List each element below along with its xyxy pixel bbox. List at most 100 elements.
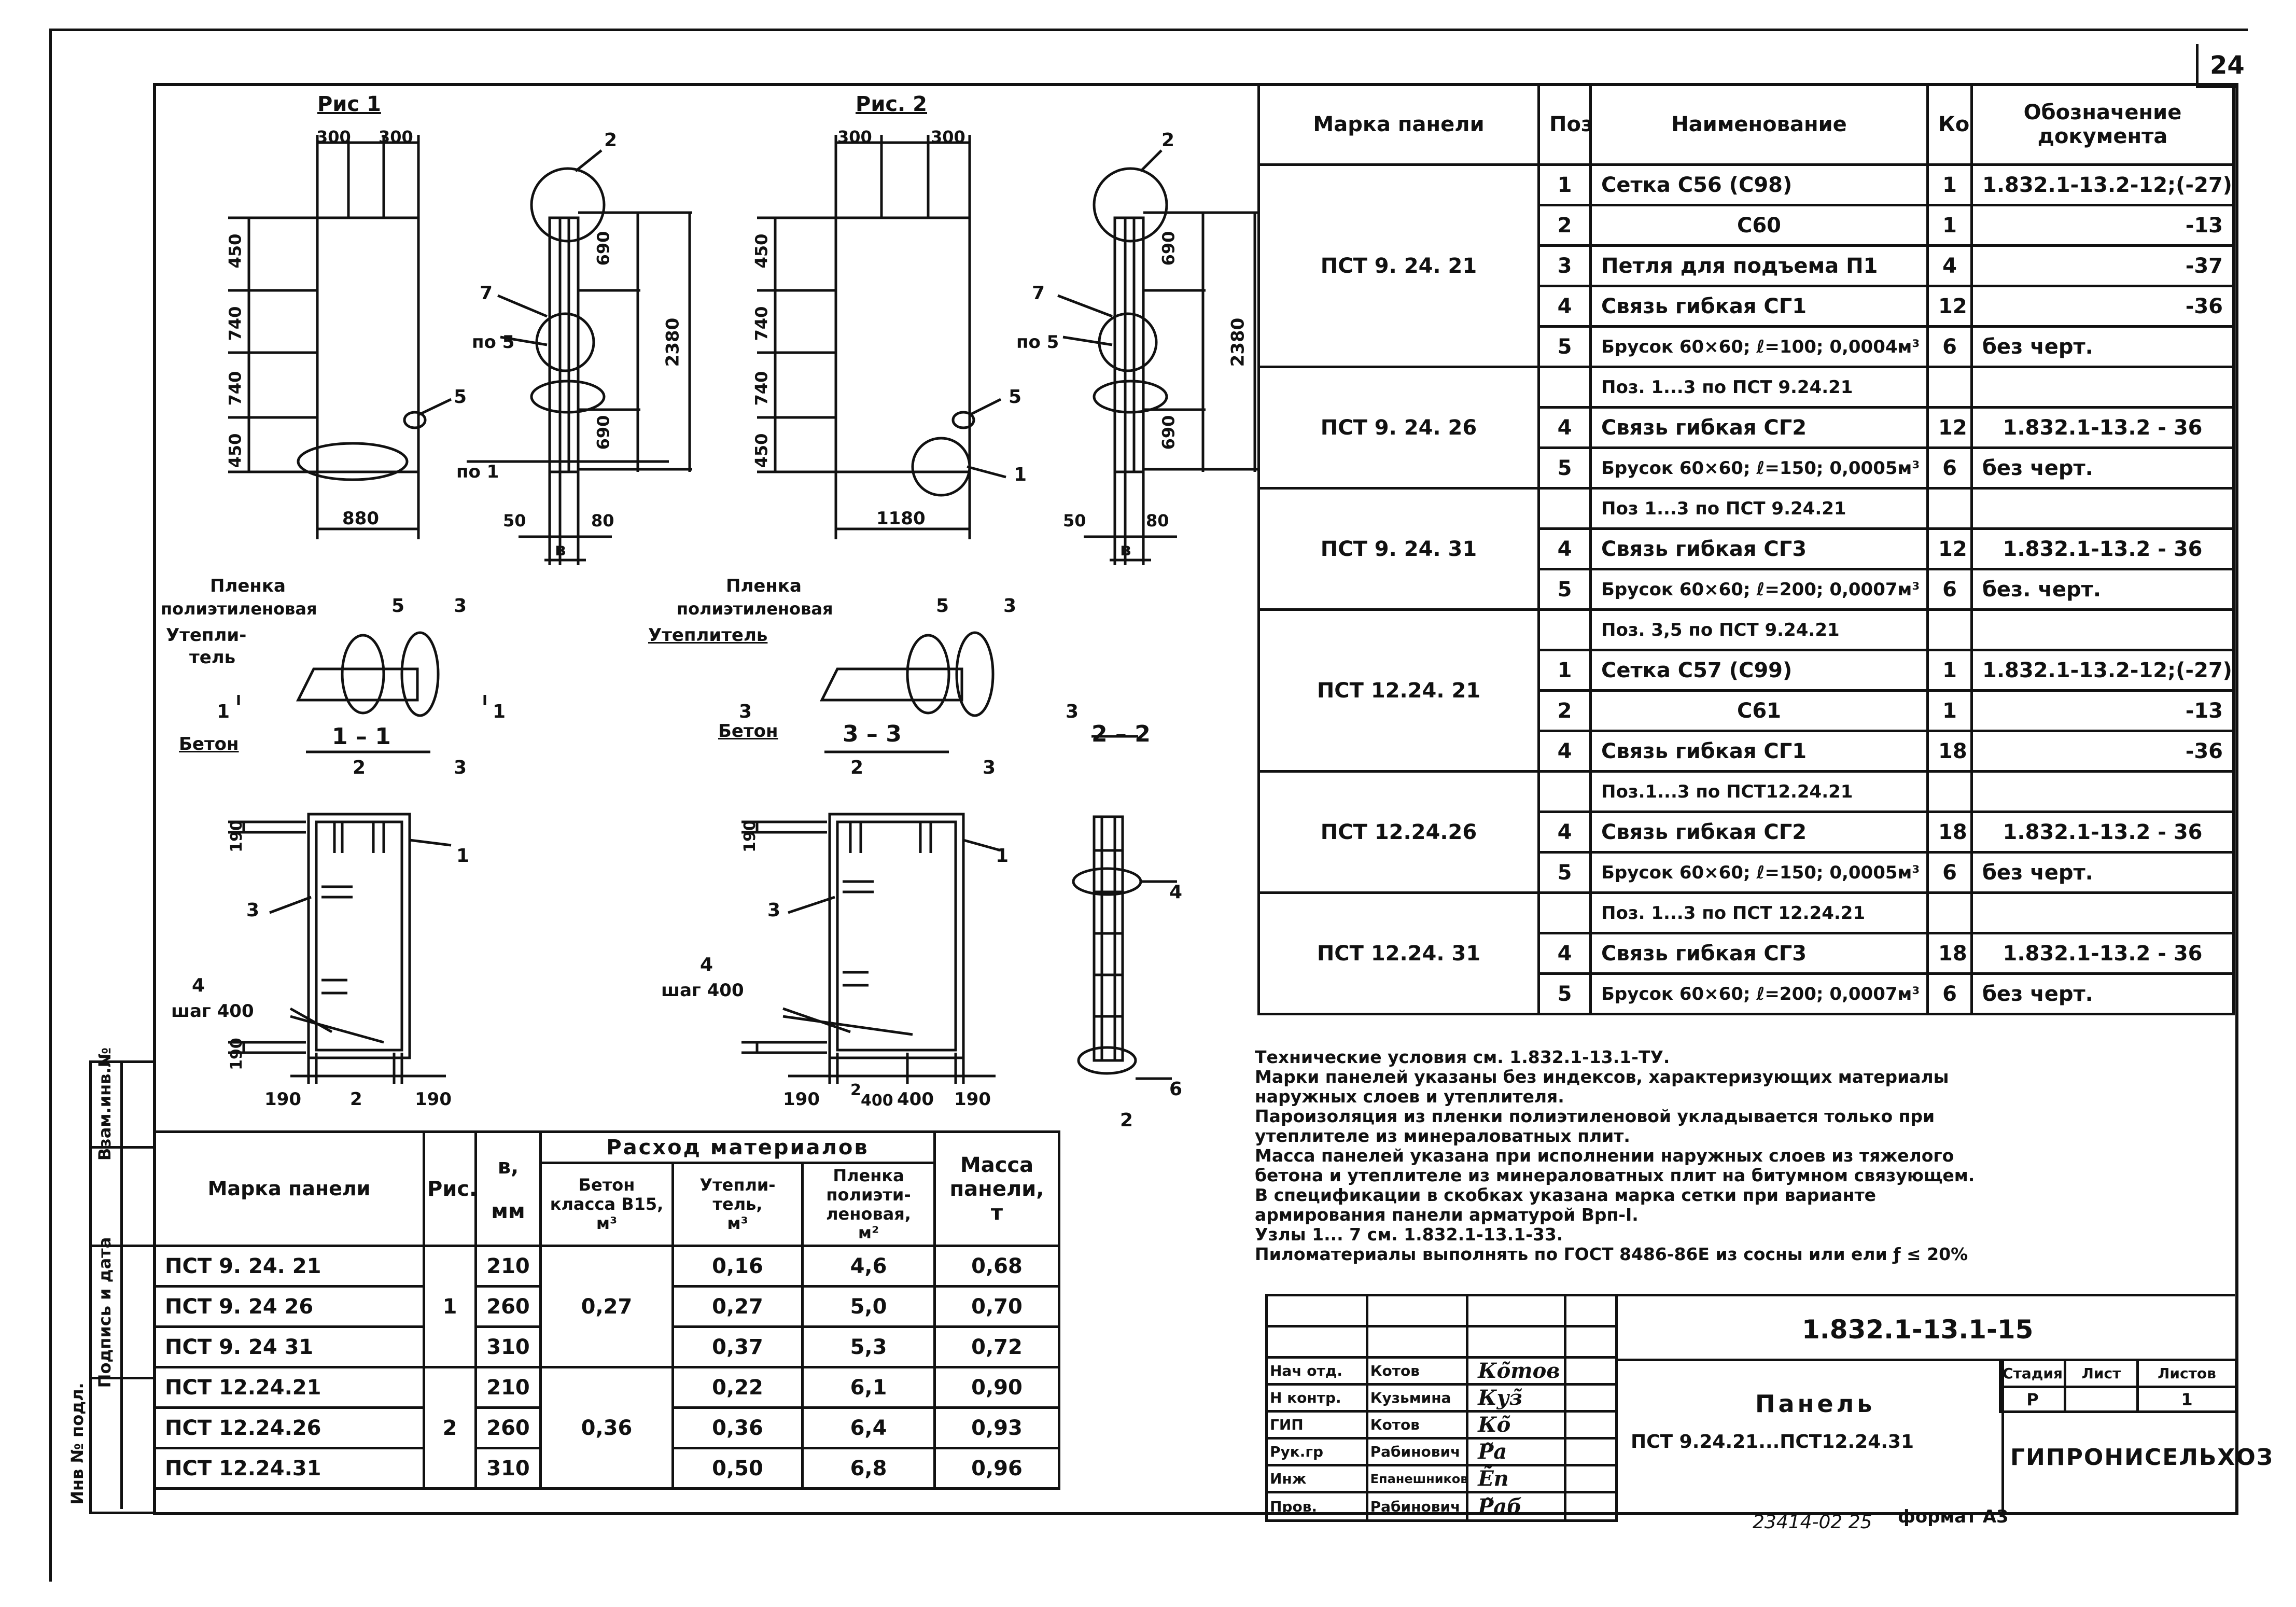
spec-code: 6 bbox=[1926, 325, 1973, 368]
plan2-panel bbox=[828, 813, 965, 1059]
side-stamp-sign: Подпись и дата bbox=[95, 1237, 115, 1388]
notes: Технические условия см. 1.832.1-13.1-ТУ.… bbox=[1255, 1047, 2214, 1264]
insul-label-1a: Утепли- bbox=[166, 625, 247, 646]
signature: Е̃п bbox=[1466, 1464, 1566, 1493]
sheet-label: Лист bbox=[2064, 1359, 2139, 1388]
callout-3-sec1: 3 bbox=[454, 595, 467, 617]
plan1-callout-2: 2 bbox=[353, 757, 366, 778]
fig2-side-v2: 690 bbox=[1158, 415, 1179, 450]
spec-pos: 2 bbox=[1537, 204, 1592, 247]
fig1-panel-front bbox=[316, 216, 420, 473]
spec-code: 12 bbox=[1926, 527, 1973, 570]
mat-b: 310 bbox=[474, 1325, 542, 1368]
person: Кузьмина bbox=[1365, 1383, 1469, 1413]
spec-doc bbox=[1970, 608, 2235, 651]
callout-5: 5 bbox=[454, 386, 467, 408]
spec-name: Брусок 60×60; ℓ=100; 0,0004м³ bbox=[1589, 325, 1929, 368]
spec-header-doc: Обозначение документа bbox=[1970, 83, 2235, 166]
mat-concrete: 0,36 bbox=[539, 1366, 674, 1490]
fig2-dim-v4: 450 bbox=[751, 433, 772, 468]
spec-code: 1 bbox=[1926, 649, 1973, 692]
note-line: Пиломатериалы выполнять по ГОСТ 8486-86Е… bbox=[1255, 1244, 1968, 1264]
spec-name: Брусок 60×60; ℓ=200; 0,0007м³ bbox=[1589, 568, 1929, 611]
mat-header-b: в, мм bbox=[474, 1130, 542, 1247]
spec-code bbox=[1926, 366, 1973, 409]
spec-pos: 3 bbox=[1537, 244, 1592, 287]
side-stamp-divider bbox=[89, 1377, 153, 1379]
table-row: 3 Петля для подъема П1 4 -37 bbox=[1259, 244, 2235, 287]
spec-header-mark: Марка панели bbox=[1257, 83, 1540, 166]
note-line: В спецификации в скобках указана марка с… bbox=[1255, 1185, 1876, 1205]
spec-doc: -13 bbox=[1970, 204, 2235, 247]
plan2-callout-1: 1 bbox=[996, 845, 1009, 867]
spec-pos: 4 bbox=[1537, 932, 1592, 975]
mat-fig: 2 bbox=[423, 1366, 477, 1490]
archive-number: 23414-02 25 bbox=[1753, 1512, 1872, 1533]
role: Нач отд. bbox=[1265, 1356, 1368, 1386]
film-label-2: Пленка bbox=[726, 576, 802, 596]
mat-header-mass-label: Масса панели, bbox=[949, 1153, 1044, 1201]
spec-group-mark: ПСТ 9. 24. 21 bbox=[1257, 163, 1540, 368]
table-row: ПСТ 9. 24 26 260 0,27 5,0 0,70 bbox=[153, 1285, 1061, 1328]
spec-doc bbox=[1970, 366, 2235, 409]
spec-pos bbox=[1537, 770, 1592, 813]
plan2-step: шаг 400 bbox=[661, 980, 744, 1001]
fig1-node-2 bbox=[530, 167, 606, 243]
fig2-title: Рис. 2 bbox=[856, 92, 928, 116]
mat-mass: 0,96 bbox=[933, 1447, 1061, 1490]
mat-insul: 0,27 bbox=[671, 1285, 804, 1328]
fig2-dim-top-b: 300 bbox=[931, 127, 965, 147]
table-row: 5 Брусок 60×60; ℓ=200; 0,0007м³ 6 без. ч… bbox=[1259, 568, 2235, 611]
fig2-dim-v1: 450 bbox=[751, 233, 772, 269]
plan1-d190-bot: 190 bbox=[227, 1038, 246, 1070]
spec-group-mark: ПСТ 12.24.26 bbox=[1257, 770, 1540, 894]
fig1-node-5 bbox=[403, 411, 427, 429]
fig1-dim-v3: 740 bbox=[225, 371, 245, 406]
callout-2: 2 bbox=[604, 130, 618, 151]
plan2-d190-r: 190 bbox=[954, 1089, 991, 1110]
fig1-dim-v4: 450 bbox=[225, 433, 245, 468]
person: Котов bbox=[1365, 1356, 1469, 1386]
spec-name: Связь гибкая СГ2 bbox=[1589, 811, 1929, 854]
sec22-callout-2: 2 bbox=[1120, 1110, 1133, 1131]
note-line: Масса панелей указана при исполнении нар… bbox=[1255, 1145, 1954, 1166]
table-row: 5 Брусок 60×60; ℓ=150; 0,0005м³ 6 без че… bbox=[1259, 851, 2235, 894]
spec-code: 4 bbox=[1926, 244, 1973, 287]
spec-pos: 5 bbox=[1537, 325, 1592, 368]
spec-name: С60 bbox=[1589, 204, 1929, 247]
mat-film: 4,6 bbox=[801, 1245, 936, 1288]
mat-header-film-unit: м² bbox=[858, 1223, 879, 1243]
plan2-callout-3: 3 bbox=[983, 757, 996, 778]
sheet-outer-frame bbox=[49, 29, 2248, 1582]
spec-code: 12 bbox=[1926, 285, 1973, 328]
spec-code: 18 bbox=[1926, 730, 1973, 773]
side-stamp-inv: Инв № подл. bbox=[67, 1382, 87, 1505]
mat-mark: ПСТ 9. 24. 21 bbox=[153, 1245, 425, 1288]
spec-doc: 1.832.1-13.2-12;(-27) bbox=[1970, 649, 2235, 692]
fig1-dim-v1: 450 bbox=[225, 233, 245, 269]
section11-node-3 bbox=[400, 631, 440, 717]
spec-name: Сетка С56 (С98) bbox=[1589, 163, 1929, 206]
mat-insul: 0,50 bbox=[671, 1447, 804, 1490]
plan2-callout-2: 2 bbox=[850, 757, 864, 778]
spec-name: Сетка С57 (С99) bbox=[1589, 649, 1929, 692]
fig2-side-total: 2380 bbox=[1227, 317, 1249, 367]
spec-code bbox=[1926, 608, 1973, 651]
spec-group-mark: ПСТ 12.24. 21 bbox=[1257, 608, 1540, 773]
side-stamp-divider bbox=[89, 1245, 153, 1247]
fig1-b80: 80 bbox=[591, 511, 614, 530]
spec-code: 6 bbox=[1926, 972, 1973, 1015]
fig2-dim-top-a: 300 bbox=[837, 127, 872, 147]
mat-b: 210 bbox=[474, 1366, 542, 1409]
spec-doc: 1.832.1-13.2-12;(-27) bbox=[1970, 163, 2235, 206]
plan1-callout-3b: 3 bbox=[246, 900, 260, 921]
callout-7: 7 bbox=[480, 283, 493, 304]
fig1-side-v2: 690 bbox=[593, 415, 613, 450]
mat-header-b-label: в, bbox=[497, 1154, 519, 1179]
signature: Р̃аб bbox=[1466, 1491, 1566, 1522]
person: Епанешников bbox=[1365, 1464, 1469, 1493]
fig1-dim-top-a: 300 bbox=[316, 127, 351, 147]
callout-5-sec3: 5 bbox=[936, 595, 949, 617]
mat-mark: ПСТ 9. 24 31 bbox=[153, 1325, 425, 1368]
fig1-node-7 bbox=[535, 312, 595, 372]
